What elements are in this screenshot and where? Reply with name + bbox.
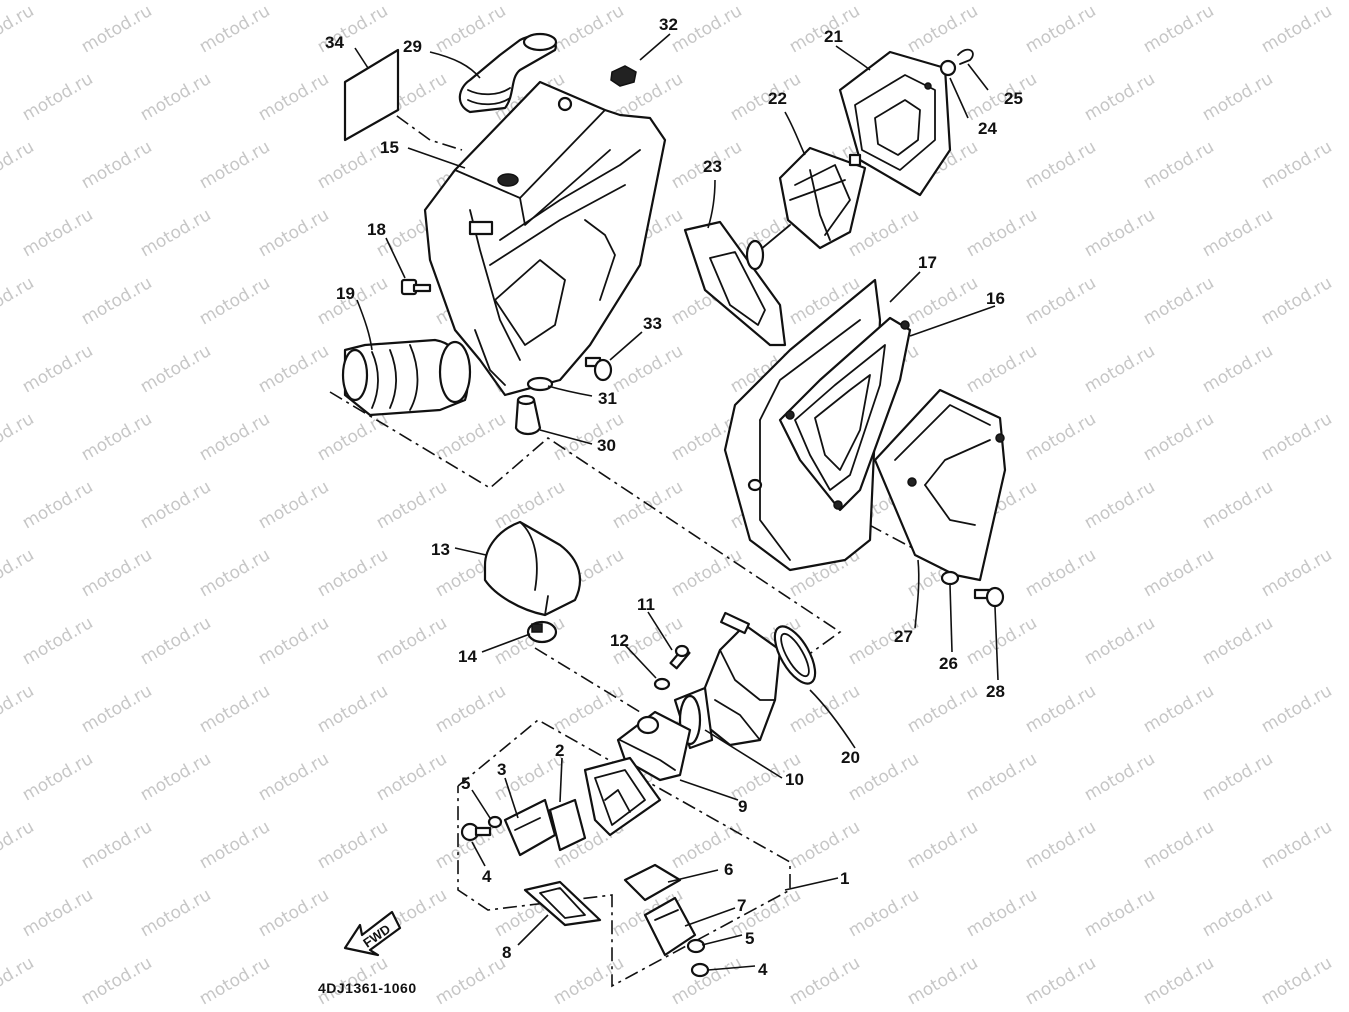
drawing-code: 4DJ1361-1060 <box>318 980 417 996</box>
part-32-grommet <box>610 65 637 87</box>
callout-5b: 5 <box>745 929 754 948</box>
part-18-bolt <box>400 278 432 296</box>
callout-17: 17 <box>918 253 937 272</box>
callout-1: 1 <box>840 869 849 888</box>
part-23-joint <box>683 220 791 347</box>
part-20-hose-clamp <box>773 625 817 685</box>
callout-16: 16 <box>986 289 1005 308</box>
callout-29: 29 <box>403 37 422 56</box>
part-12-washer <box>653 677 671 691</box>
callout-9: 9 <box>738 797 747 816</box>
callout-22: 22 <box>768 89 787 108</box>
part-33-screw <box>584 356 613 382</box>
callout-30: 30 <box>597 436 616 455</box>
leader-lines <box>354 33 999 971</box>
part-9-reed-valve-joint <box>616 710 692 782</box>
callout-34: 34 <box>325 33 344 52</box>
callout-19: 19 <box>336 284 355 303</box>
callout-26: 26 <box>939 654 958 673</box>
part-34-label-plate <box>343 48 400 142</box>
callout-27: 27 <box>894 627 913 646</box>
part-4-screw-b <box>690 962 710 978</box>
part-4-screw-a <box>460 822 492 842</box>
part-6-reed <box>623 863 682 902</box>
part-14-hose-clamp <box>526 620 558 644</box>
callout-12: 12 <box>610 631 629 650</box>
callout-5a: 5 <box>461 774 470 793</box>
part-3-reed-stopper <box>503 798 587 857</box>
callout-11: 11 <box>637 595 655 614</box>
callout-24: 24 <box>978 119 997 138</box>
callout-14: 14 <box>458 647 477 666</box>
callout-13: 13 <box>431 540 450 559</box>
callout-23: 23 <box>703 157 722 176</box>
part-30-drain-pipe <box>514 394 542 436</box>
carburetor-assembly <box>698 611 782 747</box>
callout-33: 33 <box>643 314 662 333</box>
callout-28: 28 <box>986 682 1005 701</box>
part-2-reed-valve <box>583 756 662 837</box>
part-27-side-cover <box>873 388 1007 582</box>
part-13-cap <box>483 520 582 617</box>
part-11-screw <box>669 644 691 670</box>
callout-2: 2 <box>555 741 564 760</box>
part-22-element-guide <box>778 146 867 250</box>
part-25-clip <box>957 48 974 65</box>
part-5-washer-a <box>487 815 503 829</box>
callout-31: 31 <box>598 389 617 408</box>
callout-8: 8 <box>502 943 511 962</box>
callout-10: 10 <box>785 770 804 789</box>
callout-32: 32 <box>659 15 678 34</box>
part-5-washer-b <box>686 938 706 954</box>
callout-20: 20 <box>841 748 860 767</box>
part-16-element-frame <box>778 316 912 512</box>
part-19-carburetor-joint <box>341 338 472 417</box>
part-15-air-filter-case <box>423 80 667 397</box>
callout-18: 18 <box>367 220 386 239</box>
callout-21: 21 <box>824 27 843 46</box>
callout-3: 3 <box>497 760 506 779</box>
part-29-breather-hose <box>458 32 558 114</box>
callout-labels: 34 29 32 15 18 19 33 31 30 21 22 23 17 1… <box>325 15 1023 979</box>
callout-4b: 4 <box>758 960 768 979</box>
callout-6: 6 <box>724 860 733 879</box>
fwd-arrow-icon: FWD <box>343 910 402 957</box>
callout-4a: 4 <box>482 867 492 886</box>
part-31-clip <box>526 376 554 392</box>
part-28-bolt <box>973 586 1005 608</box>
part-8-gasket <box>523 880 602 927</box>
part-7-reed-stopper <box>643 896 697 957</box>
part-24-washer <box>939 59 957 77</box>
callout-25: 25 <box>1004 89 1023 108</box>
callout-15: 15 <box>380 138 399 157</box>
part-26-collar <box>940 570 960 586</box>
callout-7: 7 <box>737 896 746 915</box>
